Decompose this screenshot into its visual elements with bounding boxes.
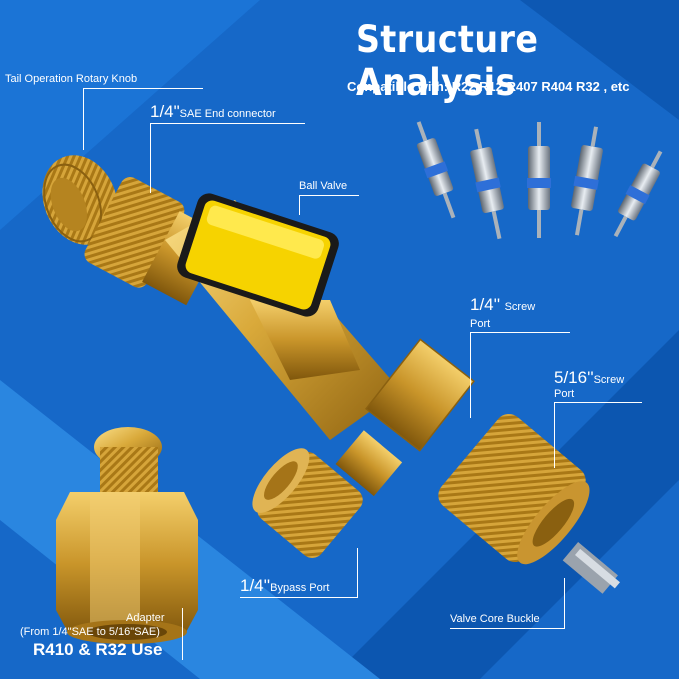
- label-sae-connector: 1/4"SAE End connector: [150, 102, 276, 122]
- leader-line: [150, 123, 151, 193]
- leader-line: [299, 195, 300, 215]
- leader-line: [450, 628, 565, 629]
- leader-line: [564, 578, 565, 629]
- label-bypass-port: 1/4''Bypass Port: [240, 576, 329, 596]
- leader-line: [554, 402, 555, 468]
- adapter-line2: (From 1/4"SAE to 5/16"SAE): [20, 626, 160, 638]
- label-screw-port-516: 5/16''Screw: [554, 368, 624, 388]
- screw-port-516-port: Port: [554, 388, 575, 400]
- label-screw-port-14: 1/4'' Screw: [470, 295, 535, 315]
- leader-line: [470, 332, 471, 418]
- compatibility-text: Conpatible with: R22 R12 R407 R404 R32 ,…: [347, 79, 630, 94]
- screw-port-14-text: Screw: [504, 301, 536, 313]
- adapter-line3: R410 & R32 Use: [33, 640, 163, 659]
- leader-line: [83, 88, 203, 89]
- label-valve-core-buckle: Valve Core Buckle: [450, 613, 540, 625]
- leader-line: [83, 88, 84, 150]
- sae-text: SAE End connector: [179, 108, 276, 120]
- leader-line: [470, 332, 570, 333]
- leader-line: [182, 608, 183, 660]
- leader-line: [150, 123, 305, 124]
- screw-port-516-size: 5/16'': [554, 368, 594, 387]
- label-ball-valve: Ball Valve: [299, 180, 348, 192]
- page-title: Structure Analysis: [356, 18, 539, 104]
- bypass-text: Bypass Port: [270, 582, 330, 594]
- label-knob: Tail Operation Rotary Knob: [5, 73, 138, 85]
- sae-size: 1/4": [150, 102, 180, 121]
- leader-line: [357, 548, 358, 598]
- screw-port-516-text: Screw: [593, 374, 625, 386]
- valve-cores-image: [416, 121, 663, 240]
- leader-line: [554, 402, 642, 403]
- leader-line: [240, 597, 358, 598]
- adapter-line1: Adapter: [126, 612, 165, 624]
- bypass-size: 1/4'': [240, 576, 271, 595]
- leader-line: [299, 195, 359, 196]
- adapter-image: [56, 427, 198, 644]
- screw-port-14-size: 1/4'': [470, 295, 501, 314]
- screw-port-14-port: Port: [470, 318, 491, 330]
